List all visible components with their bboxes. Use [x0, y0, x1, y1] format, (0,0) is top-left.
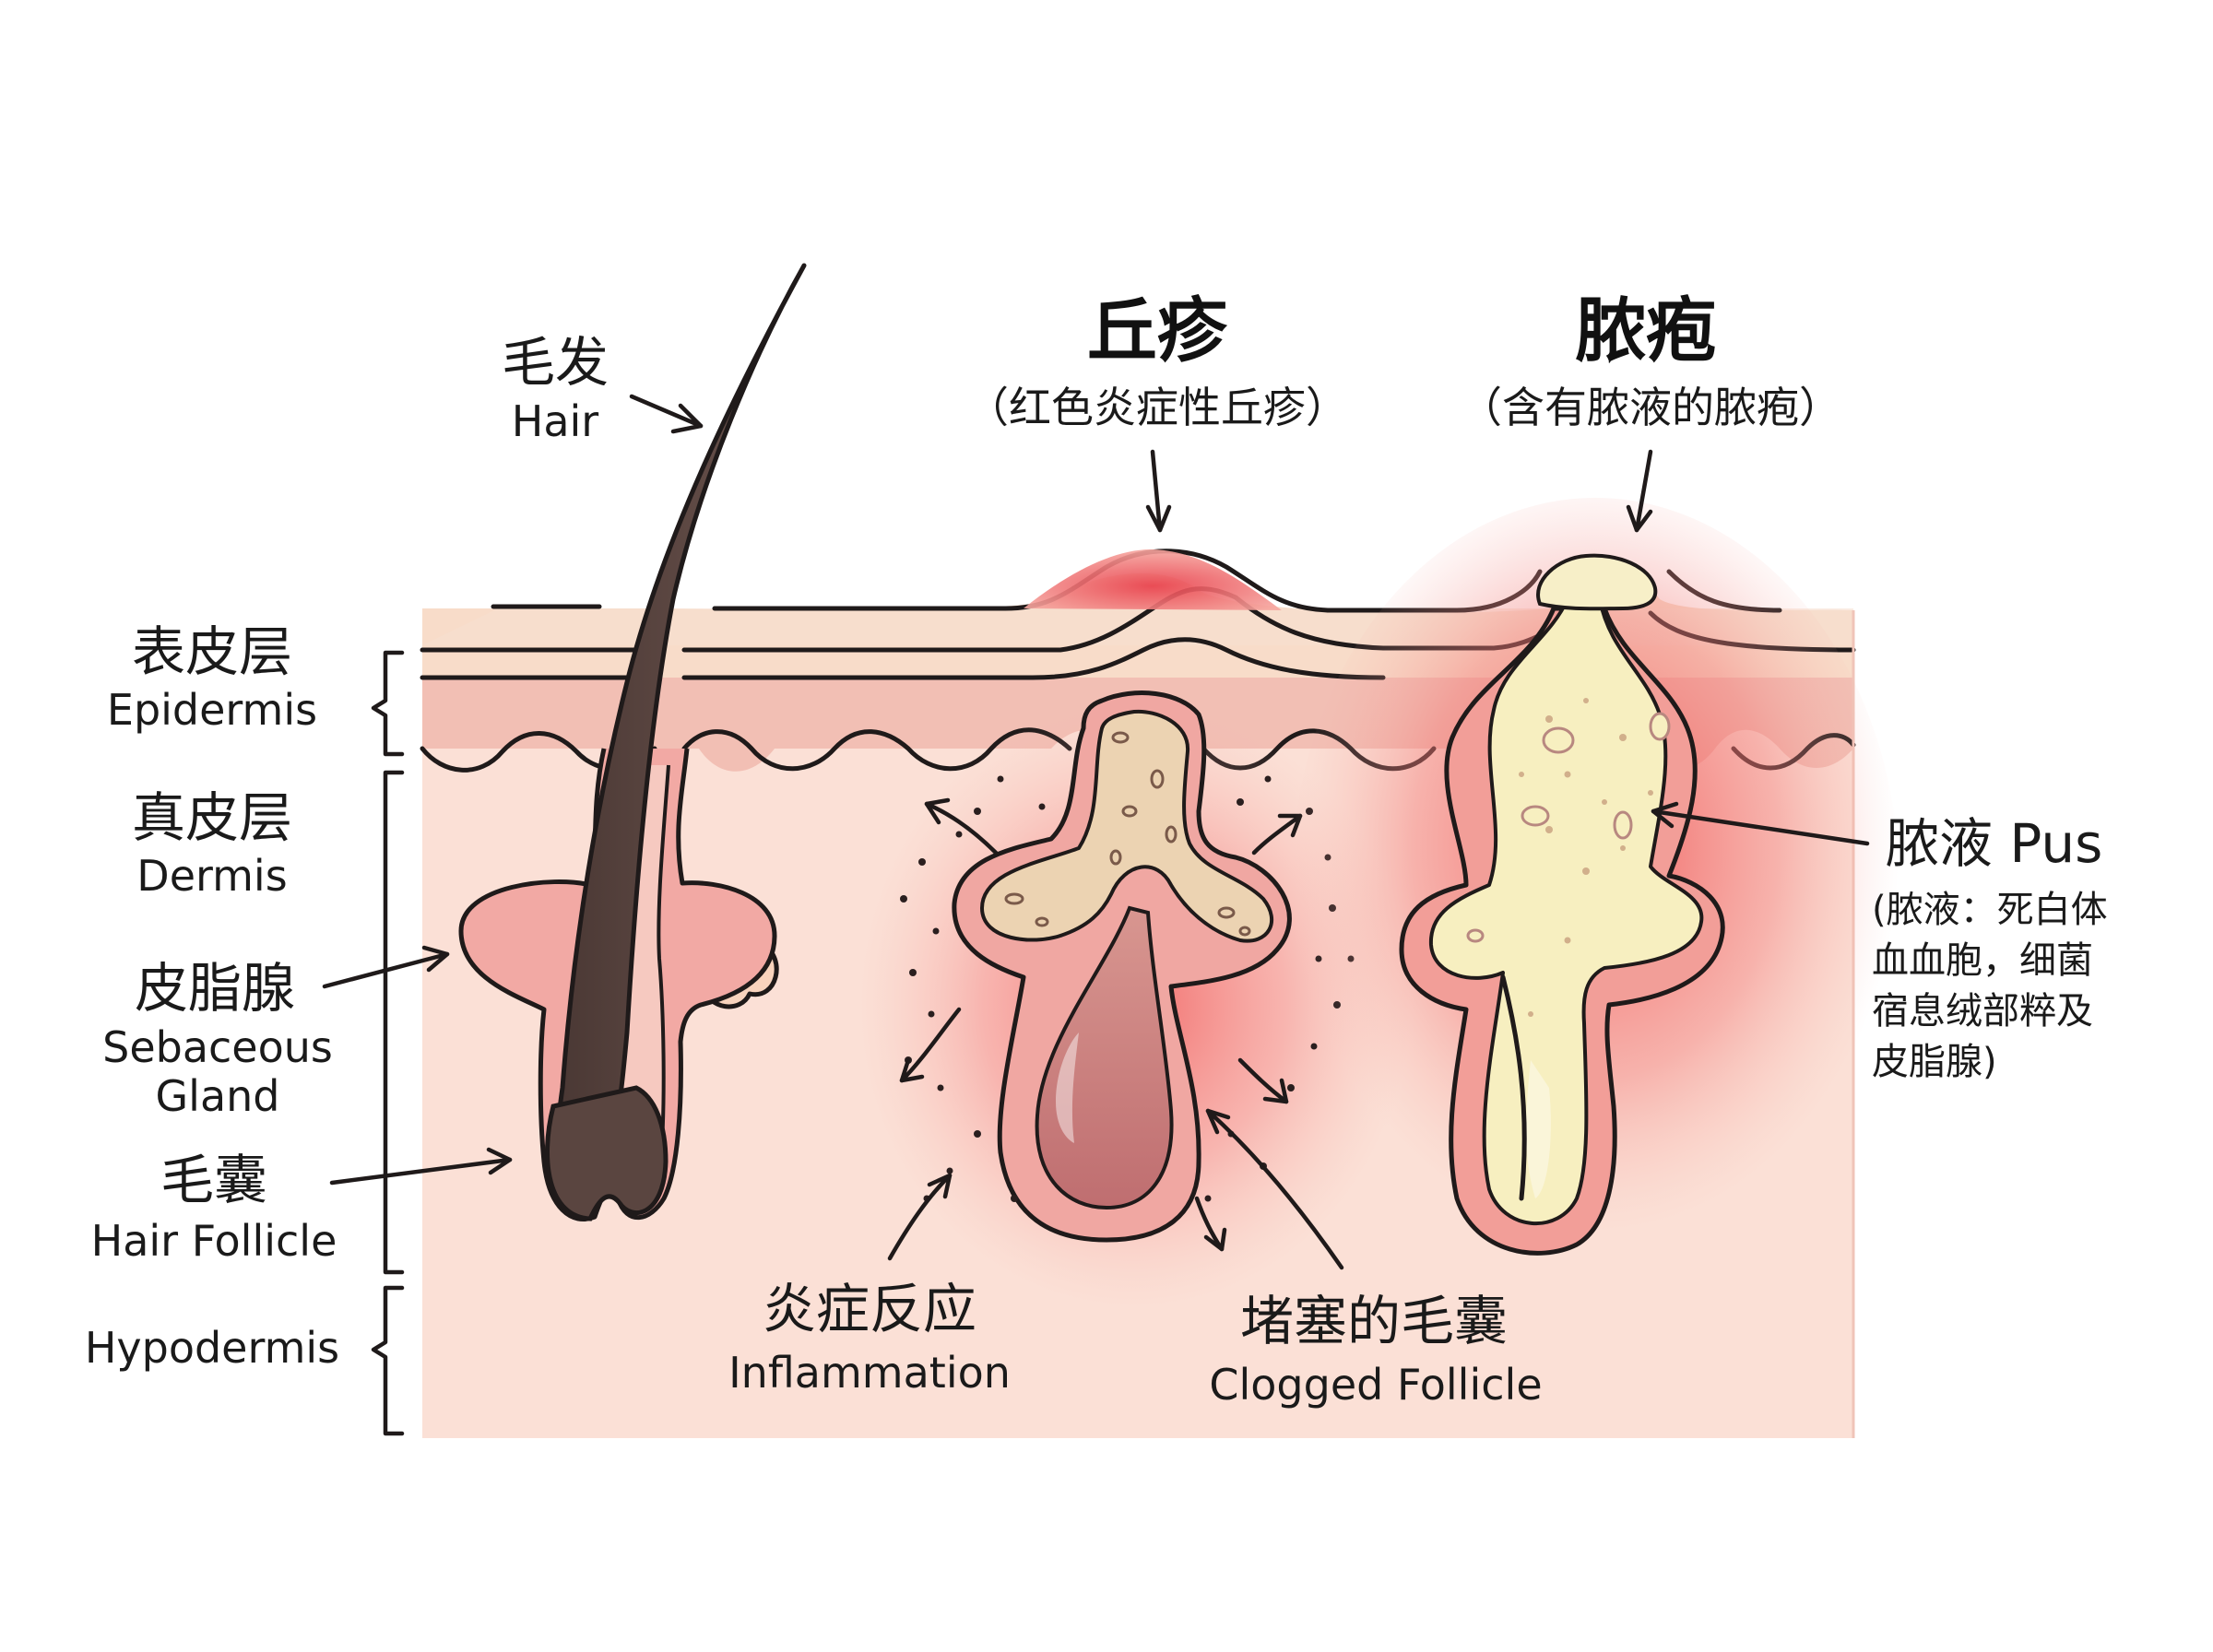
sebaceous-label-en2: Gland [156, 1071, 280, 1121]
pustule-follicle [1291, 498, 1899, 1272]
pus-label-line4: 皮脂腺) [1872, 1041, 1997, 1083]
inflammation-label-en: Inflammation [728, 1348, 1011, 1398]
clogged-label-en: Clogged Follicle [1209, 1360, 1542, 1410]
hair-label-cn: 毛发 [502, 331, 609, 394]
papule-title: 丘疹 [1087, 289, 1228, 372]
pus-label-title: 脓液 Pus [1886, 812, 2102, 875]
epidermis-label-cn: 表皮层 [132, 620, 292, 683]
hypodermis-label: Hypodermis [85, 1323, 339, 1373]
inflammation-label-cn: 炎症反应 [763, 1278, 976, 1340]
follicle-label-cn: 毛囊 [160, 1149, 267, 1211]
sebaceous-label-en1: Sebaceous [102, 1022, 333, 1072]
arrow-icon [322, 394, 1870, 1270]
arrow-icon [899, 797, 1303, 1252]
dermis-label-en: Dermis [136, 851, 287, 901]
pustule-title: 脓疱 [1575, 289, 1716, 372]
pus-label-line1: (脓液：死白体 [1872, 889, 2108, 931]
clogged-label-cn: 堵塞的毛囊 [1240, 1290, 1508, 1352]
papule-follicle [858, 549, 1411, 1309]
follicle-label-en: Hair Follicle [91, 1216, 337, 1266]
bracket-icon [371, 650, 405, 1436]
pus-label-line2: 血血胞，细菌 [1872, 939, 2093, 982]
sebaceous-label-cn: 皮脂腺 [135, 957, 295, 1020]
papule-subtitle: （红色炎症性丘疹） [966, 383, 1348, 432]
pustule-subtitle: （含有脓液的脓疱） [1460, 383, 1841, 432]
hair-label-en: Hair [512, 396, 599, 446]
pus-label-line3: 宿息绒部粹及 [1872, 990, 2093, 1032]
dermis-label-cn: 真皮层 [132, 786, 292, 849]
normal-follicle [458, 263, 807, 1221]
epidermis-label-en: Epidermis [107, 685, 317, 735]
